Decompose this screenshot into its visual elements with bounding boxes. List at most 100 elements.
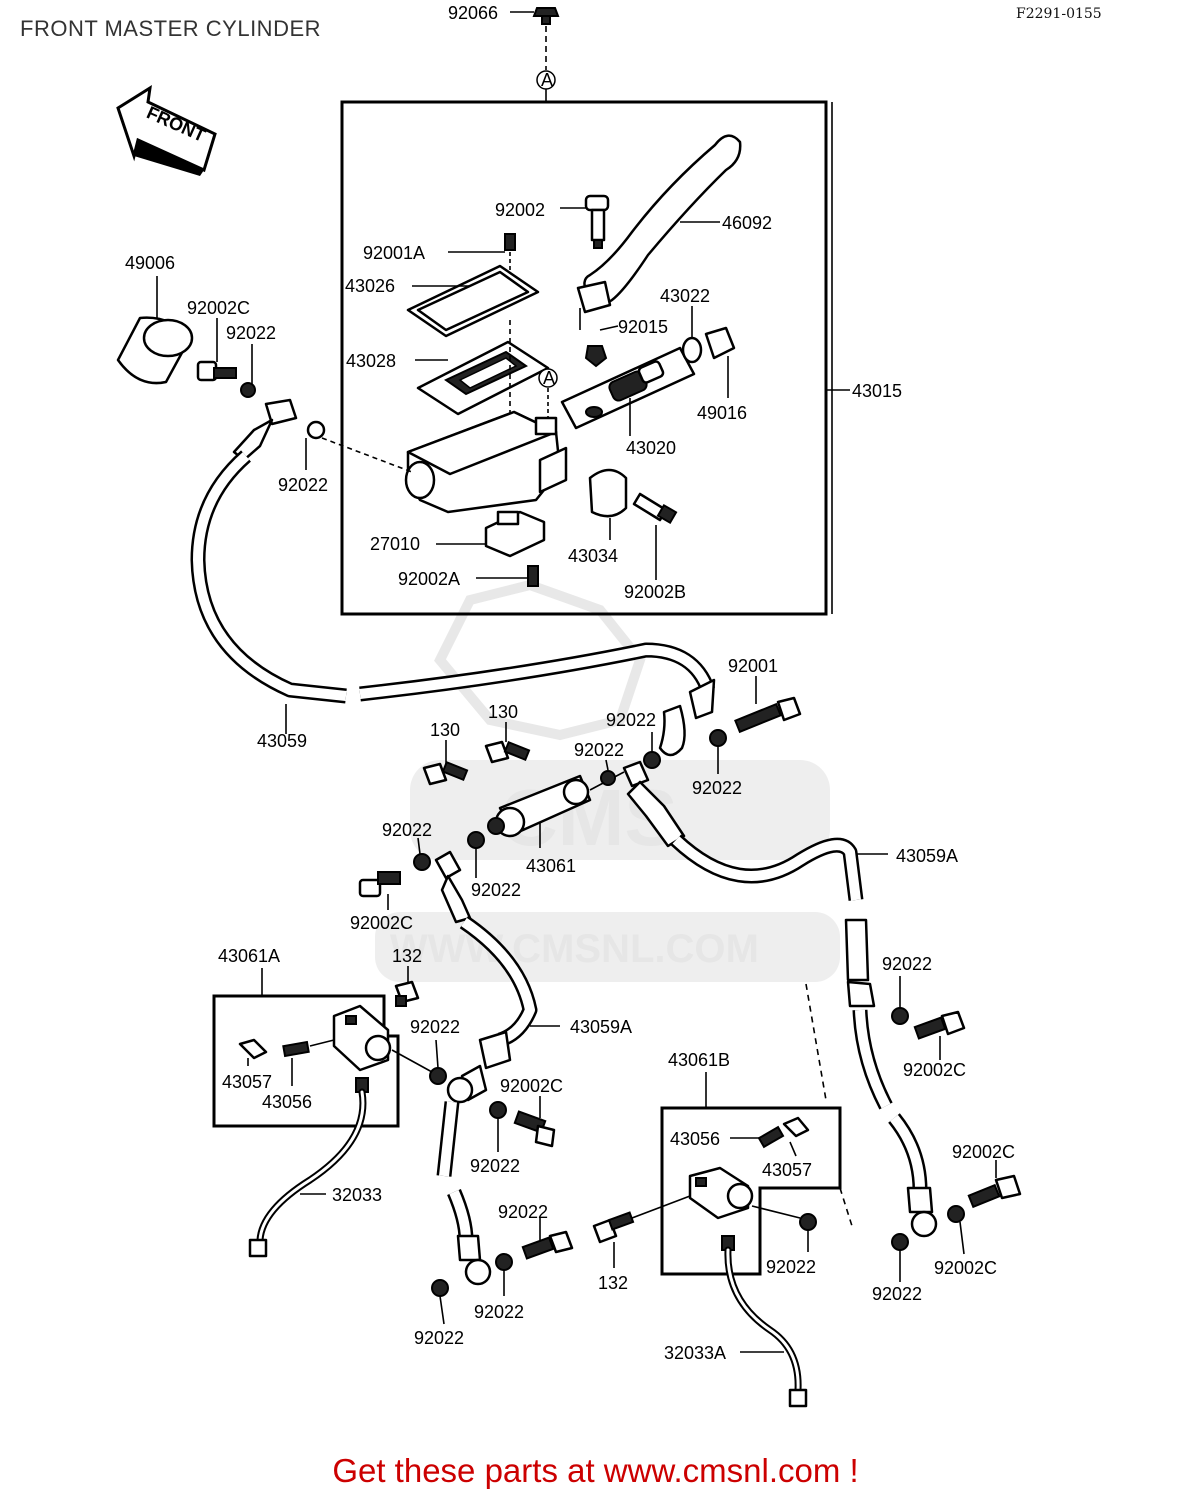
watermark-url: WWW.CMSNL.COM [390,927,759,971]
hose-lower-right [888,1113,938,1238]
part-label: 43059A [570,1017,632,1037]
part-label: 92002 [495,200,545,220]
part-label: 92002B [624,582,686,602]
bolt-130-right [484,722,531,764]
part-label: 92022 [474,1302,524,1322]
washer-92022-k [489,1101,507,1119]
part-label: 132 [598,1273,628,1293]
master-cylinder-box [340,100,828,616]
part-labels: 92066 92002 46092 92001A 43026 43022 920… [125,3,1015,1363]
part-label: 32033 [332,1185,382,1205]
part-label: 43015 [852,381,902,401]
part-label: 92022 [278,475,328,495]
cap-43057-right [782,1116,810,1157]
washer-92022-l [495,1253,513,1271]
pivot-bolt-92002 [560,194,610,249]
washer-92022-h [947,1205,965,1223]
bolt-92001 [734,676,802,734]
bolt-92002c-center-low [513,1096,556,1148]
part-label: 92002C [934,1258,997,1278]
diagram-code: F2291-0155 [1016,6,1102,22]
part-label: 43026 [345,276,395,296]
part-label: 130 [430,720,460,740]
part-label: 130 [488,702,518,722]
joint-43061a [332,1004,433,1073]
bolt-130-left [422,740,469,786]
part-label: 27010 [370,534,420,554]
hose-43059 [190,398,716,757]
part-label: 43059A [896,846,958,866]
part-label: 49006 [125,253,175,273]
washer-43022 [681,336,703,364]
part-label: 92022 [470,1156,520,1176]
part-label: 43057 [762,1160,812,1180]
part-label: 92022 [498,1202,548,1222]
bolt-132-left [394,966,420,1007]
clamp-43034 [588,468,628,540]
part-label: 92002C [500,1076,563,1096]
washer-92022-d [600,770,616,786]
part-label: 92022 [410,1017,460,1037]
part-label: 92002C [350,913,413,933]
nut-92015 [584,325,619,368]
part-label: 92022 [872,1284,922,1304]
hose-lower-center [447,1189,492,1286]
part-label: 43022 [660,286,710,306]
part-label: 92022 [692,778,742,798]
boot-49016 [704,326,736,360]
bolt-92002c-lower-center [521,1218,574,1260]
part-label: 32033A [664,1343,726,1363]
washer-92022-e [467,831,485,849]
bolt-92002c-right-mid [913,1010,966,1060]
lever-46092 [576,134,742,330]
banjo-bolt-92002c-left [196,318,256,398]
part-label: 43059 [257,731,307,751]
part-label: 43061A [218,946,280,966]
part-label: 43057 [222,1072,272,1092]
footer-link[interactable]: Get these parts at www.cmsnl.com ! [332,1452,859,1489]
bolt-92002b [632,492,678,580]
part-label: 92002C [187,298,250,318]
part-label: 92001 [728,656,778,676]
washer-92022-g [891,1233,909,1251]
part-label: 92022 [382,820,432,840]
part-label: 92002A [398,569,460,589]
bolt-92066 [510,7,560,70]
part-label: 43020 [626,438,676,458]
part-label: 43061B [668,1050,730,1070]
washer-92022-b [709,729,727,747]
hose-43059a-center [434,850,560,1177]
washer-92022-i [413,853,431,871]
part-label: 92022 [226,323,276,343]
cylinder-body [404,410,568,514]
bolt-92002c-far-right [967,1160,1022,1209]
part-label: 43061 [526,856,576,876]
cap-43057-left [238,1038,268,1066]
part-label: 46092 [722,213,772,233]
joint-43061 [487,771,625,848]
hose-43059a-right [622,760,893,1110]
part-label: 92022 [606,710,656,730]
bolt-132-right [592,1195,691,1268]
part-label: 92001A [363,243,425,263]
brake-pipe-32033 [248,1077,369,1258]
part-label: 92002C [952,1142,1015,1162]
washer-92022-j [429,1067,447,1085]
part-label: 92022 [574,740,624,760]
joint-43061b [688,1166,754,1220]
washer-92022-c [643,751,661,769]
washer-92022-a [306,420,326,440]
marker-a-body [538,368,558,388]
part-label: 92022 [882,954,932,974]
brake-pipe-32033a [721,1235,808,1408]
washer-92022-f [891,1007,909,1025]
part-label: 43034 [568,546,618,566]
box-43061a [212,994,400,1128]
bleeder-43056-left [282,1039,335,1086]
part-label: 43028 [346,351,396,371]
part-label: 92066 [448,3,498,23]
screw-92002a [476,565,539,587]
washer-92022-m [431,1279,449,1297]
part-label: 92022 [766,1257,816,1277]
